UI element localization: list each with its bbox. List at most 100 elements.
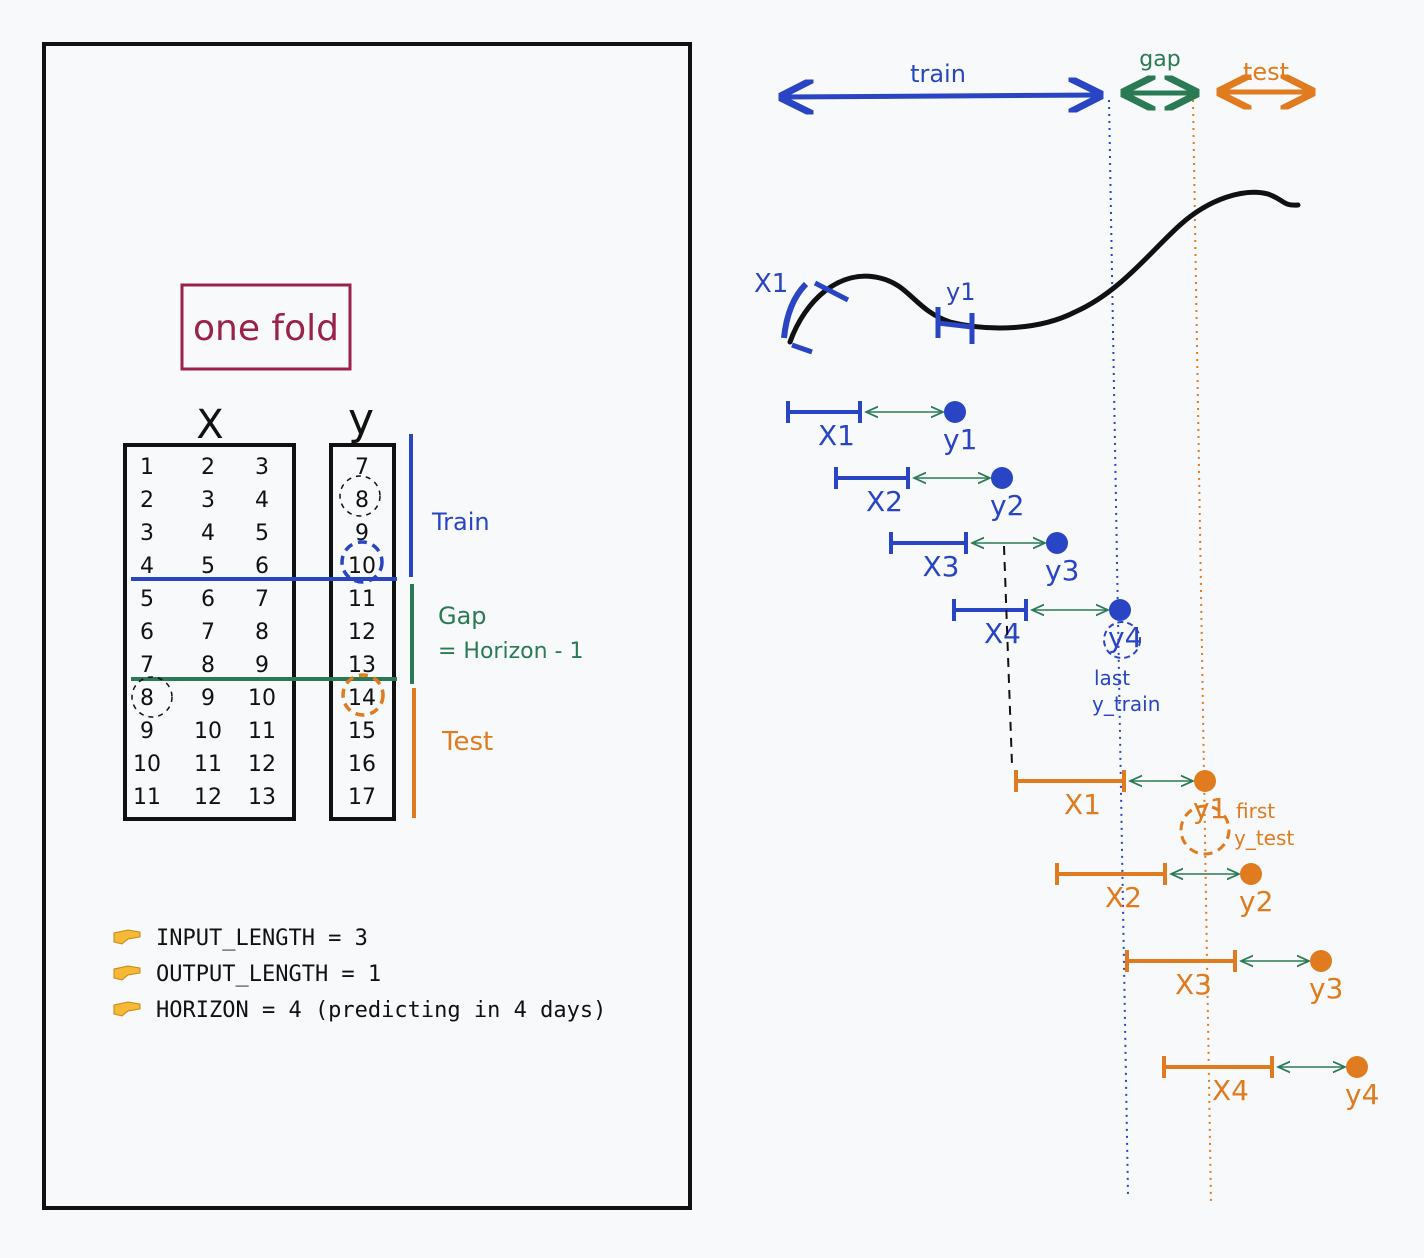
x-cell: 8 (255, 620, 269, 645)
x-cell: 4 (140, 554, 154, 579)
y-cell: 10 (348, 554, 376, 579)
y-test-label: y_test (1234, 826, 1294, 850)
x-table-box (123, 443, 296, 821)
x-cell: 5 (255, 521, 269, 546)
x-cell: 11 (133, 785, 161, 810)
x-cell: 11 (248, 719, 276, 744)
circle-y-14-first-test (341, 673, 385, 717)
y-cell: 14 (348, 686, 376, 711)
last-label: last (1094, 666, 1130, 690)
x-cell: 7 (140, 653, 154, 678)
x-cell: 13 (248, 785, 276, 810)
train-window-1-x-label: X1 (818, 419, 855, 452)
series-x1-start-tick (791, 342, 813, 355)
x-cell: 4 (201, 521, 215, 546)
x-cell: 4 (255, 488, 269, 513)
test-window-2-y-label: y2 (1239, 885, 1273, 918)
series-x1-window (781, 281, 809, 339)
test-window-3-y-label: y3 (1309, 972, 1343, 1005)
timeline-train-label: train (910, 60, 966, 88)
test-window-3-x-label: X3 (1175, 968, 1212, 1001)
x-cell: 10 (133, 752, 161, 777)
circle-y-10-last-train (340, 540, 384, 584)
y-cell: 8 (355, 488, 369, 513)
train-range-arrow (782, 95, 1100, 97)
series-y1-window (937, 320, 973, 330)
test-boundary-line (1192, 99, 1212, 1206)
train-window-1-y-label: y1 (943, 423, 977, 456)
train-window-3-target-point (1046, 532, 1068, 554)
x-cell: 3 (255, 455, 269, 480)
pointing-hand-icon (113, 965, 141, 981)
circle-x-8 (131, 676, 173, 718)
x-cell: 1 (140, 455, 154, 480)
y-table-box (329, 443, 396, 821)
y-header: y (348, 394, 374, 445)
time-series-curve (787, 189, 1301, 345)
series-y1-label: y1 (946, 278, 975, 306)
x-cell: 9 (255, 653, 269, 678)
train-window-2-y-label: y2 (990, 489, 1024, 522)
x-header: X (196, 402, 223, 448)
param-output-length: OUTPUT_LENGTH = 1 (156, 962, 381, 987)
fold-title: one fold (193, 308, 339, 349)
train-window-4-x-label: X4 (984, 617, 1021, 650)
x-cell: 6 (255, 554, 269, 579)
x-cell: 6 (140, 620, 154, 645)
x-cell: 12 (194, 785, 222, 810)
train-window-1-target-point (944, 401, 966, 423)
x-cell: 5 (140, 587, 154, 612)
params-list: INPUT_LENGTH = 3 OUTPUT_LENGTH = 1 HORIZ… (113, 926, 606, 1023)
circle-y-8 (339, 475, 381, 517)
fold-panel (42, 42, 692, 1210)
pointing-hand-icon (113, 929, 141, 945)
x-cell: 8 (140, 686, 154, 711)
test-window-2-x-label: X2 (1105, 881, 1142, 914)
last-y-train-circle (1103, 621, 1141, 659)
x-cell: 3 (201, 488, 215, 513)
param-input-length: INPUT_LENGTH = 3 (156, 926, 368, 951)
x-cell: 7 (255, 587, 269, 612)
test-window-3-target-point (1310, 950, 1332, 972)
first-label: first (1236, 799, 1275, 823)
y-cell: 11 (348, 587, 376, 612)
first-y-test-circle (1179, 804, 1231, 856)
fold-title-box (180, 283, 352, 371)
series-x1-end-tick (813, 280, 850, 303)
train-window-4-target-point (1109, 599, 1131, 621)
test-window-4-target-point (1346, 1056, 1368, 1078)
train-window-4-y-label: y4 (1108, 621, 1142, 654)
test-window-1-target-point (1194, 770, 1216, 792)
train-segment-label: Train (431, 508, 490, 536)
y-cell: 9 (355, 521, 369, 546)
x-cell: 9 (140, 719, 154, 744)
y-train-label: y_train (1092, 692, 1160, 716)
y-cell: 7 (355, 455, 369, 480)
x-cell: 9 (201, 686, 215, 711)
gap-segment-label: Gap (438, 602, 487, 630)
x-cell: 2 (140, 488, 154, 513)
test-window-2-target-point (1240, 863, 1262, 885)
window-shift-connector (1003, 545, 1013, 766)
y-cell: 16 (348, 752, 376, 777)
x-cell: 2 (201, 455, 215, 480)
x-cell: 12 (248, 752, 276, 777)
pointing-hand-icon (113, 1001, 141, 1017)
y-cell: 15 (348, 719, 376, 744)
test-window-1-y-label: y1 (1193, 792, 1227, 825)
test-window-1-x-label: X1 (1064, 788, 1101, 821)
train-window-2-target-point (991, 467, 1013, 489)
x-cell: 8 (201, 653, 215, 678)
x-cell: 11 (194, 752, 222, 777)
test-segment-label: Test (441, 727, 493, 757)
test-window-4-x-label: X4 (1212, 1074, 1249, 1107)
x-cell: 10 (194, 719, 222, 744)
y-cell: 17 (348, 785, 376, 810)
y-cell: 12 (348, 620, 376, 645)
x-cell: 7 (201, 620, 215, 645)
timeline-test-label: test (1243, 58, 1289, 86)
